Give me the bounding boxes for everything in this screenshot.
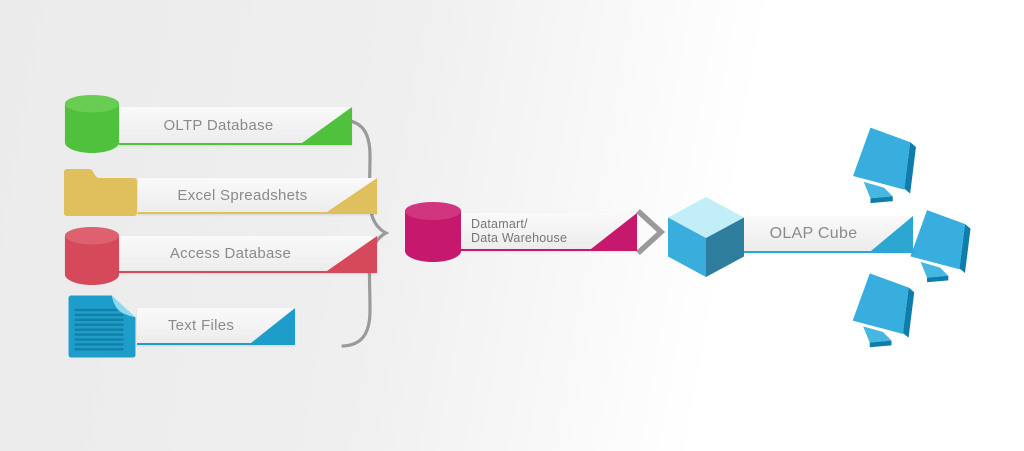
corner-triangle <box>591 213 637 249</box>
database-cylinder-icon <box>405 202 461 262</box>
monitor-icon <box>852 273 915 348</box>
source-label: Access Database <box>169 245 292 262</box>
corner-triangle <box>302 107 352 143</box>
corner-triangle <box>327 236 377 271</box>
label-bar: Text Files <box>137 308 295 345</box>
source-label: Excel Spreadshets <box>177 186 308 204</box>
label-bar: Datamart/ Data Warehouse <box>461 213 637 251</box>
corner-triangle <box>871 216 913 251</box>
cube-icon <box>668 197 744 277</box>
source-label: Text Files <box>167 317 235 334</box>
label-bar: OLTP Database <box>119 107 352 145</box>
label-bar: Excel Spreadshets <box>138 178 377 214</box>
warehouse-label: Datamart/ Data Warehouse <box>471 216 568 246</box>
monitor-icon <box>910 210 971 283</box>
curly-brace-icon <box>341 118 390 348</box>
text-file-icon <box>68 295 136 358</box>
database-cylinder-icon <box>64 227 120 285</box>
database-cylinder-icon <box>64 95 120 153</box>
source-label: OLTP Database <box>163 116 274 134</box>
corner-triangle <box>327 178 377 212</box>
olap-label: OLAP Cube <box>769 224 858 242</box>
corner-triangle <box>251 308 295 343</box>
chevron-right-icon <box>636 208 666 256</box>
folder-icon <box>64 169 137 216</box>
label-bar: Access Database <box>118 236 377 273</box>
label-bar: OLAP Cube <box>742 216 913 253</box>
monitor-icon <box>853 127 916 204</box>
